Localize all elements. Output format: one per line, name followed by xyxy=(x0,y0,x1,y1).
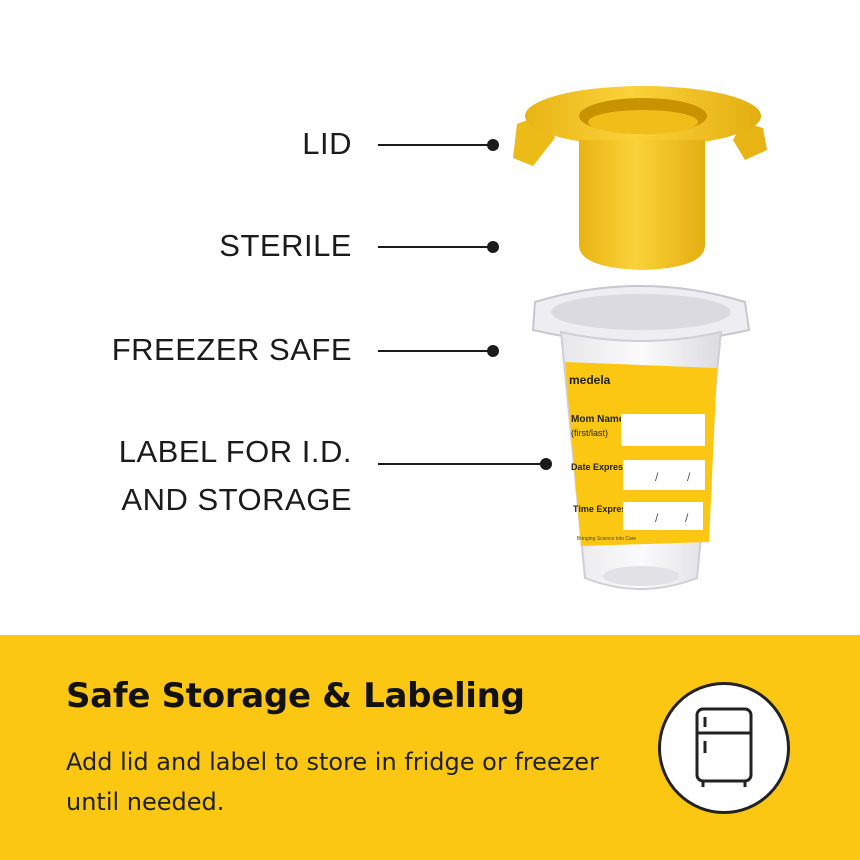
product-diagram: LID STERILE FREEZER SAFE LABEL FOR I.D. … xyxy=(111,86,767,590)
cup-label-first-last: (first/last) xyxy=(571,428,608,438)
storage-container-illustration: medela Mom Name: (first/last) Date Expre… xyxy=(513,86,767,590)
callout-sterile: STERILE xyxy=(219,228,352,263)
cup-label-time-slash-2: / xyxy=(685,511,689,525)
callout-lid: LID xyxy=(302,126,352,161)
cup-label-mom-name: Mom Name: xyxy=(571,414,628,425)
cup-label-footer: Bringing Science into Care xyxy=(577,536,636,542)
lid-part xyxy=(513,86,767,270)
cup-label-date-slash-1: / xyxy=(655,470,659,484)
cup-label-date-slash-2: / xyxy=(687,470,691,484)
cup-label-time-expressed: Time Expressed: xyxy=(573,504,645,514)
callout-freezer-safe: FREEZER SAFE xyxy=(111,332,352,367)
callout-label-line1: LABEL FOR I.D. xyxy=(118,434,352,469)
info-banner: Safe Storage & Labeling Add lid and labe… xyxy=(0,635,860,860)
leader-line-sterile xyxy=(378,241,499,253)
leader-dot xyxy=(487,241,499,253)
leader-line-lid xyxy=(378,139,499,151)
fridge-icon xyxy=(695,707,753,787)
cup-label-brand: medela xyxy=(569,373,611,387)
callout-label-line2: AND STORAGE xyxy=(121,482,352,517)
leader-dot xyxy=(540,458,552,470)
leader-dot xyxy=(487,345,499,357)
leader-dot xyxy=(487,139,499,151)
callout-label-for-id: LABEL FOR I.D. AND STORAGE xyxy=(119,428,352,524)
banner-description: Add lid and label to store in fridge or … xyxy=(66,748,599,816)
leader-line-freezer-safe xyxy=(378,345,499,357)
cup-label-date-expressed: Date Expressed: xyxy=(571,462,642,472)
fridge-badge xyxy=(658,682,790,814)
leader-line-label xyxy=(378,458,552,470)
cup-label-time-slash-1: / xyxy=(655,511,659,525)
banner-title: Safe Storage & Labeling xyxy=(66,676,525,716)
cup-label: medela Mom Name: (first/last) Date Expre… xyxy=(565,362,717,546)
